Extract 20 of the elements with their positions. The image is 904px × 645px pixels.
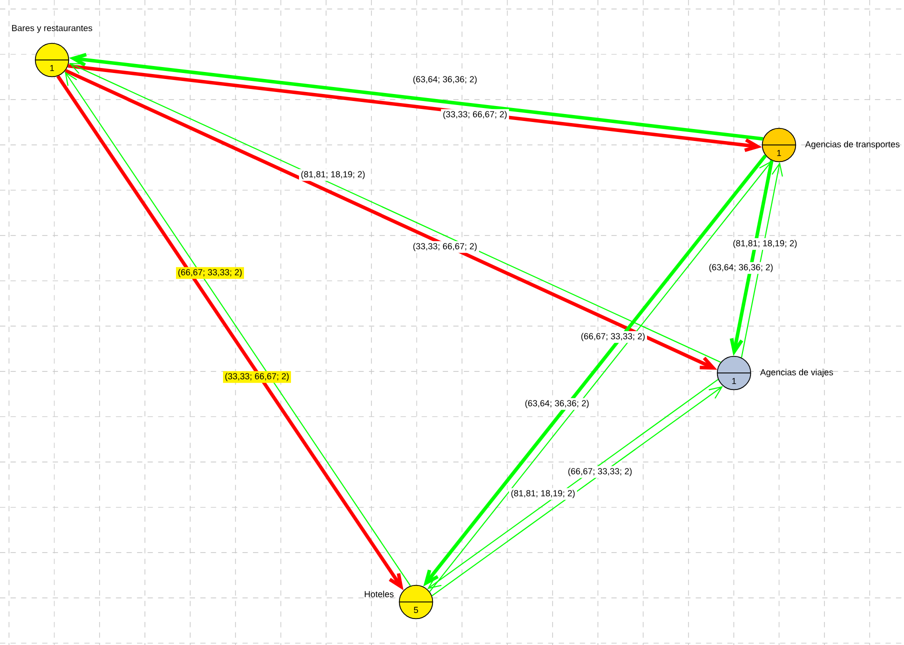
edge-label: (63,64; 36,36; 2) xyxy=(707,262,775,274)
edge-label: (81,81; 18,19; 2) xyxy=(299,169,367,181)
arrow xyxy=(68,64,762,152)
edge-label: (63,64; 36,36; 2) xyxy=(523,398,591,410)
edge-label: (63,64; 36,36; 2) xyxy=(411,74,479,86)
edge-label: (81,81; 18,19; 2) xyxy=(509,488,577,500)
arrow xyxy=(741,162,783,358)
edge-label: (33,33; 66,67; 2) xyxy=(441,109,509,121)
edge-label: (33,33; 66,67; 2) xyxy=(411,241,479,253)
node-label: Agencias de transportes xyxy=(805,140,900,150)
node-label: Agencias de viajes xyxy=(760,368,834,378)
edge-label: (81,81; 18,19; 2) xyxy=(731,238,799,250)
node-label: Hoteles xyxy=(364,590,394,598)
node-label: Bares y restaurantes xyxy=(12,25,92,33)
edge-label: (33,33; 66,67; 2) xyxy=(223,371,291,383)
edge-label: (66,67; 33,33; 2) xyxy=(579,331,647,343)
arrow xyxy=(69,52,764,141)
edge-label: (66,67; 33,33; 2) xyxy=(176,267,244,279)
edge-label: (66,67; 33,33; 2) xyxy=(566,466,634,478)
arrow xyxy=(730,160,774,356)
